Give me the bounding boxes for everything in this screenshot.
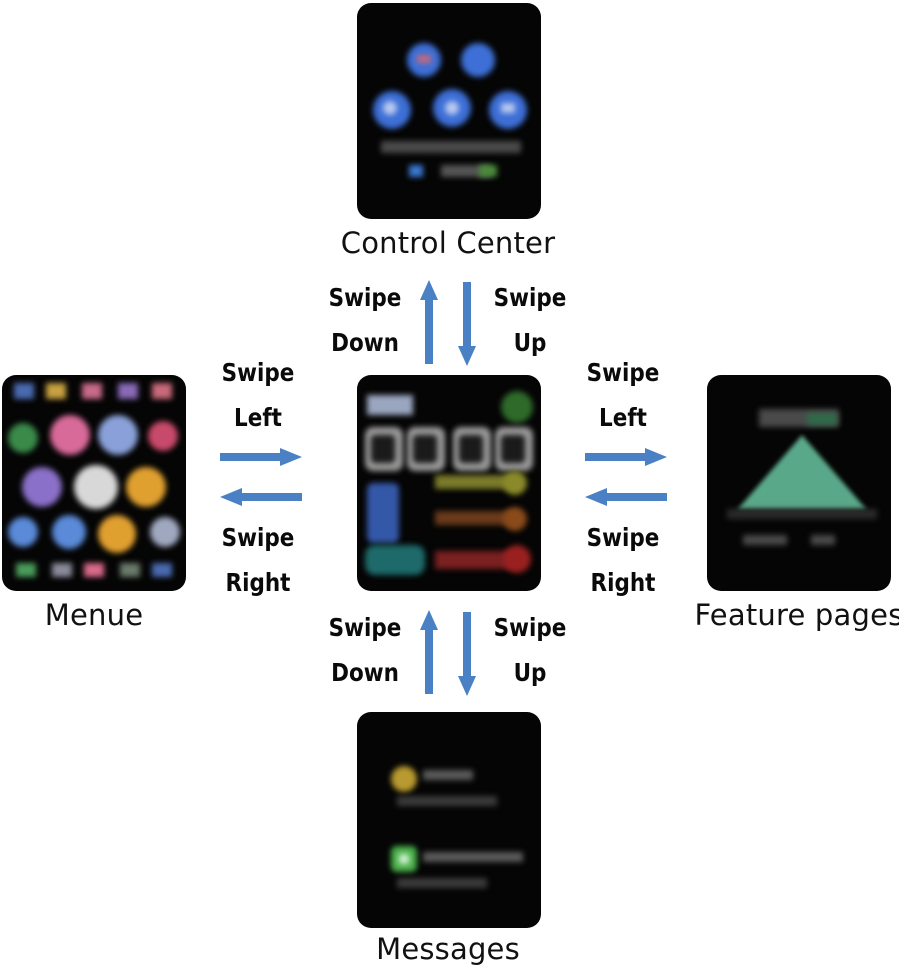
menu-label: Menue — [44, 598, 144, 632]
gesture-line: Swipe — [493, 613, 567, 642]
arrow-right-left — [220, 448, 302, 466]
gesture-label-right-bottom: Swipe Right — [576, 515, 671, 605]
gesture-line: Swipe — [328, 283, 402, 312]
gesture-line: Swipe — [221, 358, 295, 387]
gesture-line: Up — [513, 328, 547, 357]
control-center-label: Control Center — [340, 226, 556, 260]
messages-label: Messages — [376, 932, 520, 966]
gesture-label-bottom-left: Swipe Down — [318, 605, 413, 695]
arrow-left-left — [220, 488, 302, 506]
menu-screen — [2, 375, 186, 591]
gesture-label-bottom-right: Swipe Up — [483, 605, 578, 695]
gesture-label-top-left: Swipe Down — [318, 275, 413, 365]
gesture-line: Left — [599, 403, 647, 432]
gesture-label-right-top: Swipe Left — [576, 350, 671, 440]
gesture-label-left-bottom: Swipe Right — [211, 515, 306, 605]
gesture-label-left-top: Swipe Left — [211, 350, 306, 440]
feature-pages-label: Feature pages — [694, 598, 899, 632]
gesture-line: Swipe — [493, 283, 567, 312]
gesture-line: Down — [331, 658, 399, 687]
arrow-right-right — [585, 448, 667, 466]
gesture-line: Swipe — [328, 613, 402, 642]
gesture-line: Swipe — [586, 358, 660, 387]
gesture-label-top-right: Swipe Up — [483, 275, 578, 365]
messages-screen — [357, 712, 541, 928]
arrow-up-top — [420, 280, 438, 364]
gesture-line: Swipe — [221, 523, 295, 552]
gesture-line: Right — [590, 568, 656, 597]
gesture-line: Up — [513, 658, 547, 687]
arrow-up-bottom — [420, 610, 438, 694]
gesture-line: Down — [331, 328, 399, 357]
home-screen — [357, 375, 541, 591]
arrow-down-bottom — [458, 612, 476, 696]
feature-pages-screen — [707, 375, 891, 591]
gesture-line: Right — [225, 568, 291, 597]
gesture-line: Left — [234, 403, 282, 432]
gesture-line: Swipe — [586, 523, 660, 552]
arrow-left-right — [585, 488, 667, 506]
arrow-down-top — [458, 282, 476, 366]
control-center-screen — [357, 3, 541, 219]
